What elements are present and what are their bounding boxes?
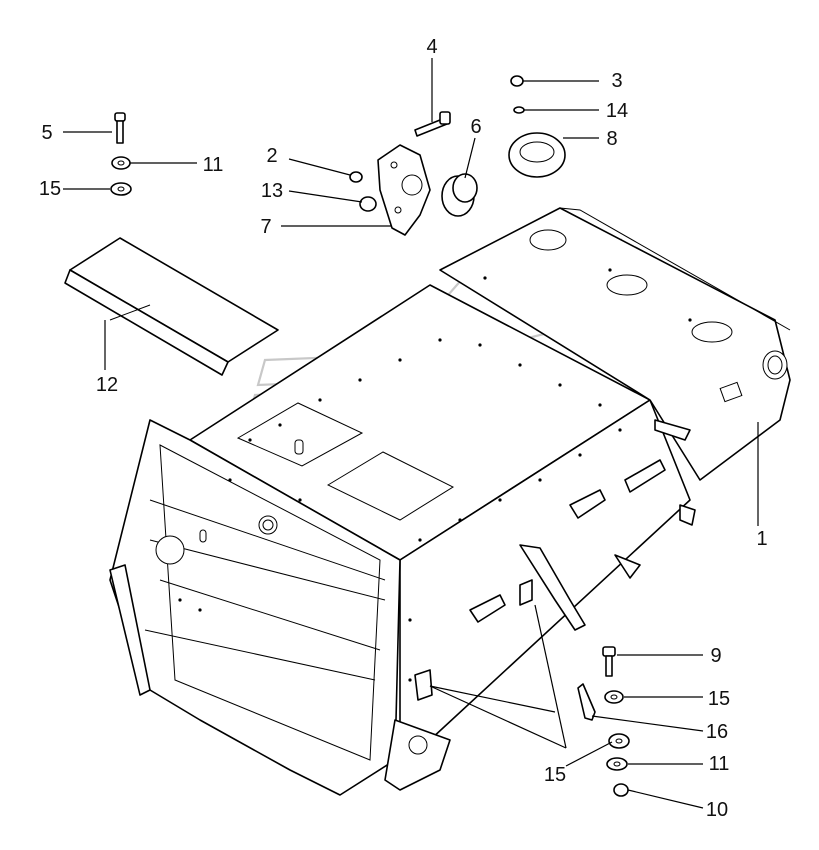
part-5-bolt	[114, 112, 126, 144]
part-11-washer-top	[111, 156, 131, 170]
callout-16: 16	[706, 721, 728, 743]
callout-3: 3	[611, 70, 622, 92]
main-housing	[109, 207, 791, 796]
callout-10: 10	[706, 799, 728, 821]
callout-7: 7	[260, 216, 271, 238]
callout-11-bottom: 11	[709, 753, 730, 775]
callout-1: 1	[756, 528, 767, 550]
rivet-dots	[178, 268, 692, 682]
callout-5: 5	[41, 122, 52, 144]
callout-15-right: 15	[708, 688, 730, 710]
callout-14: 14	[606, 100, 628, 122]
part-14-washer	[513, 106, 525, 114]
part-10-nut	[613, 783, 629, 797]
callout-4: 4	[426, 36, 437, 58]
part-16-clip	[577, 683, 596, 721]
part-11-washer-bottom	[606, 757, 628, 771]
callout-15-top: 15	[39, 178, 61, 200]
part-9-bolt	[602, 646, 616, 677]
callout-labels: 1 2 3 4 5 6 7 8 9 10 11 11 12 13 14 15 1…	[39, 36, 768, 821]
part-6-bushing	[441, 173, 478, 217]
part-7-bracket	[377, 144, 431, 236]
callout-8: 8	[606, 128, 617, 150]
callout-12: 12	[96, 374, 118, 396]
part-8-ring	[508, 132, 566, 178]
part-2-nut	[349, 171, 363, 183]
callout-2: 2	[266, 145, 277, 167]
part-3-nut	[510, 75, 524, 87]
leader-lines	[63, 58, 759, 809]
part-13-nut	[359, 196, 377, 212]
callout-13: 13	[261, 180, 283, 202]
part-12-plate	[64, 237, 279, 376]
callout-11-top: 11	[203, 154, 224, 176]
part-15-washer-right	[604, 690, 624, 704]
part-4-bolt	[414, 111, 451, 137]
callout-6: 6	[470, 116, 481, 138]
callout-9: 9	[710, 645, 721, 667]
callout-15-bottom: 15	[544, 764, 566, 786]
part-15-washer-top	[110, 182, 132, 196]
part-15-washer-bottom	[608, 733, 630, 749]
